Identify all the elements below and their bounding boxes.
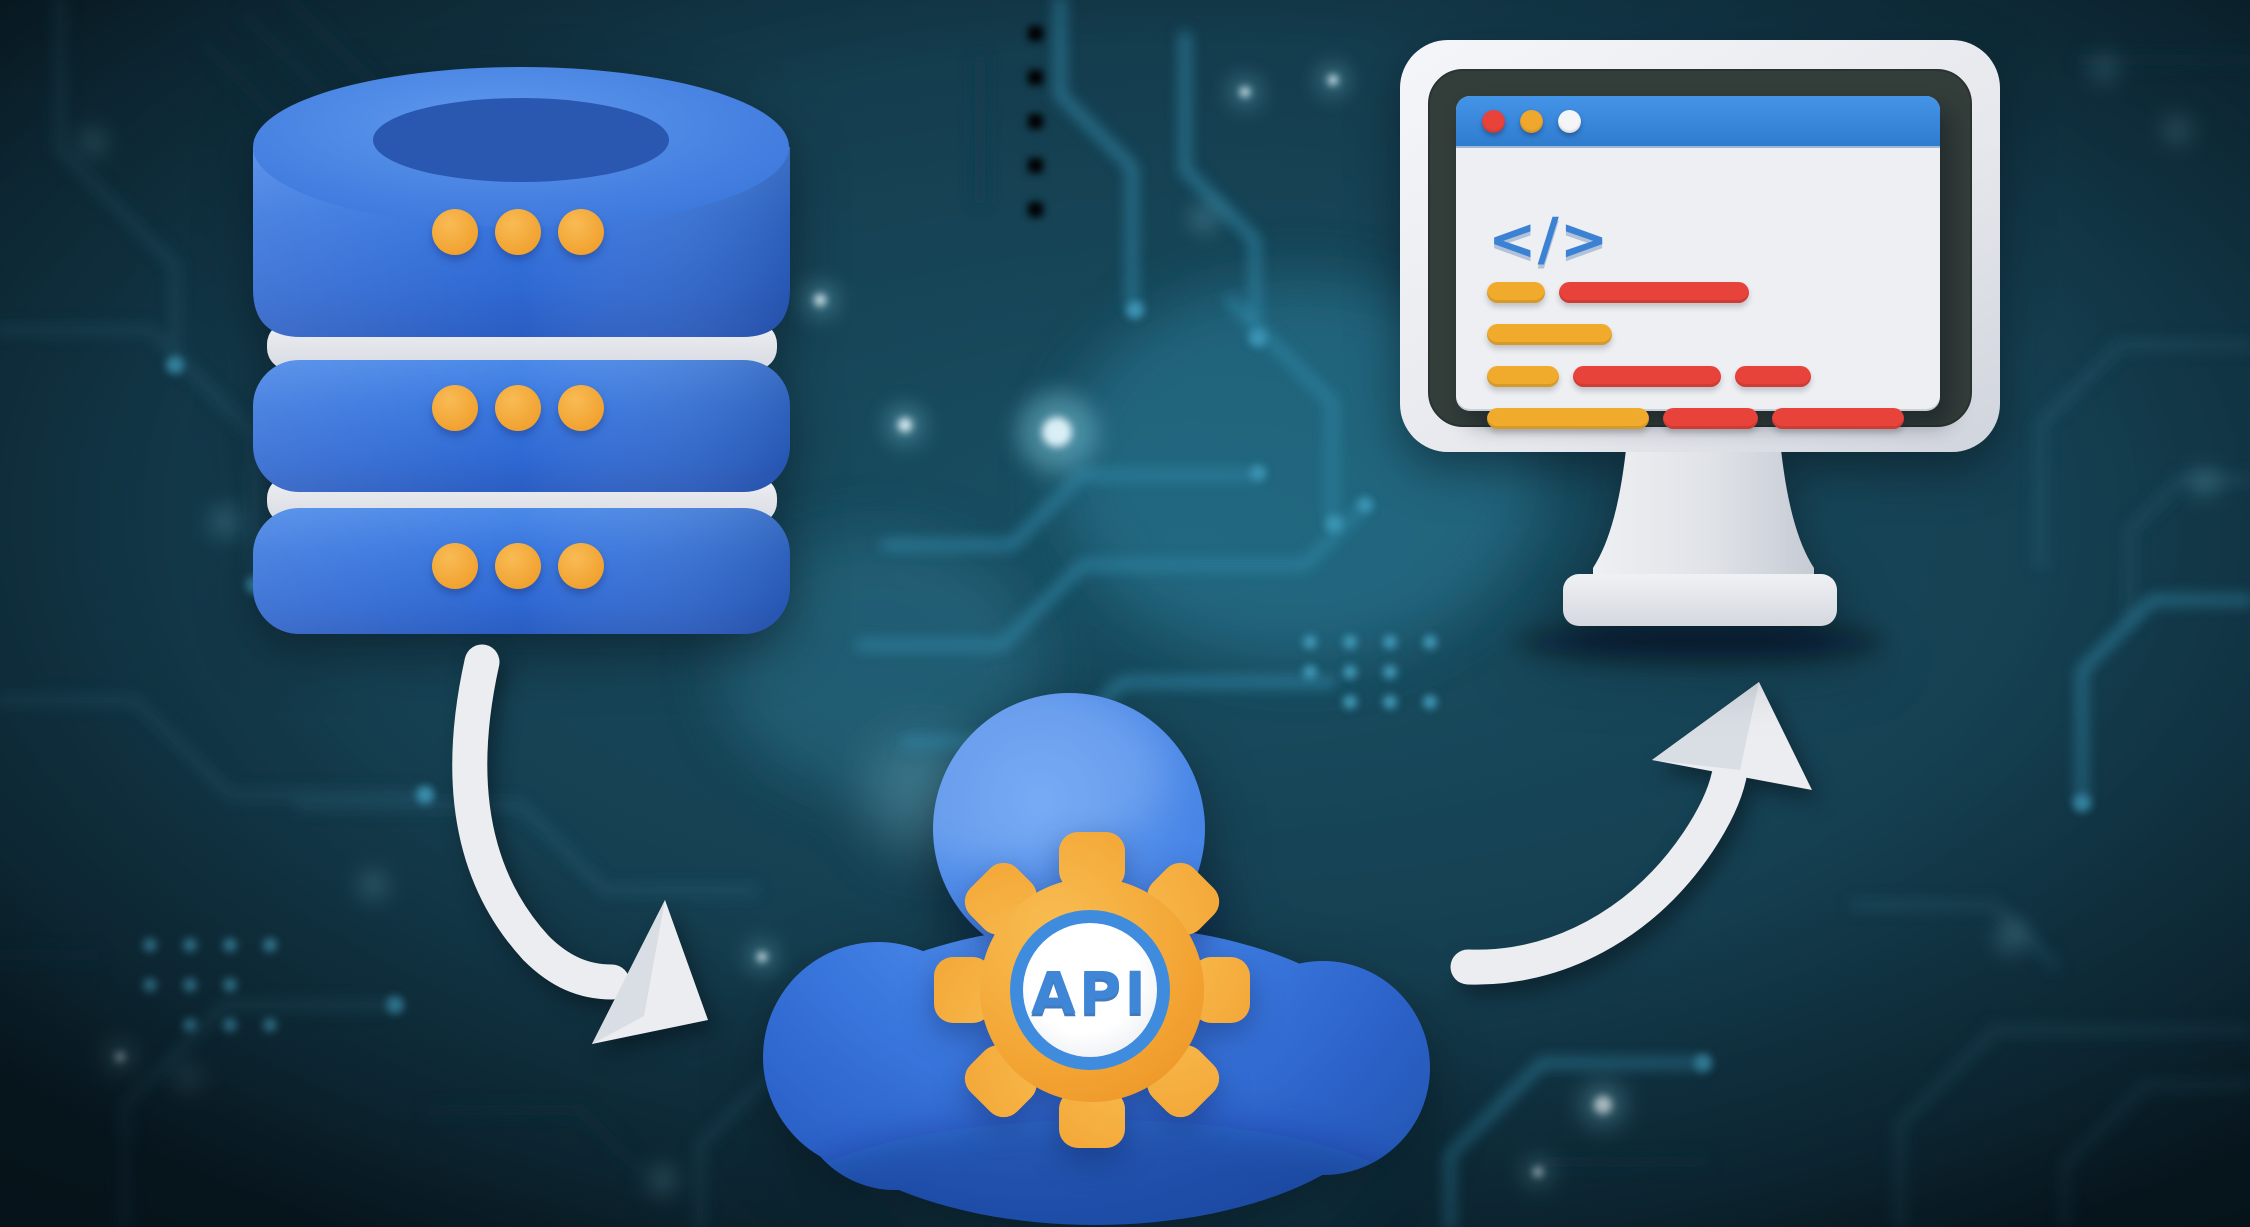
code-line <box>1487 366 1904 387</box>
code-bar-yellow <box>1487 282 1545 303</box>
api-cloud-gear-icon: API API <box>763 693 1430 1225</box>
gear-teeth <box>934 832 1250 1148</box>
code-line <box>1487 324 1904 345</box>
database-icon <box>253 67 790 634</box>
arrow-head-facet <box>592 900 665 1044</box>
monitor-stand-base <box>1563 574 1837 626</box>
window-dot <box>1558 109 1581 133</box>
monitor-shadow <box>1515 626 1885 658</box>
code-bar-yellow <box>1487 408 1649 429</box>
code-bar-red <box>1663 408 1758 429</box>
code-bar-yellow <box>1487 366 1559 387</box>
gear-icon: API API <box>934 832 1250 1148</box>
code-bar-red <box>1573 366 1721 387</box>
database-indicator-dots <box>432 209 604 589</box>
code-bar-yellow <box>1487 324 1612 345</box>
api-badge <box>1023 923 1157 1057</box>
code-line <box>1487 408 1904 429</box>
window-dot <box>1520 109 1543 133</box>
code-line <box>1487 282 1904 303</box>
code-bar-red <box>1559 282 1749 303</box>
code-bar-red <box>1735 366 1811 387</box>
api-label: API <box>1031 959 1149 1027</box>
arrow-head-facet <box>1652 682 1759 770</box>
flow-arrow-cloud-to-monitor <box>1450 682 1812 985</box>
monitor-stand-neck <box>1593 440 1814 584</box>
database-top-hole <box>373 98 669 182</box>
browser-body: </> <box>1456 146 1940 429</box>
code-bar-red <box>1772 408 1904 429</box>
window-dot <box>1482 109 1505 133</box>
database-tier <box>253 67 790 337</box>
browser-titlebar <box>1456 96 1940 146</box>
code-tag-icon: </> <box>1488 205 1610 273</box>
browser-window: </> <box>1456 96 1940 429</box>
flow-arrow-database-to-cloud <box>452 644 708 1044</box>
arrow-shaft <box>452 644 630 1000</box>
code-lines <box>1487 282 1904 429</box>
api-label-shadow: API <box>1031 962 1149 1030</box>
arrow-shaft <box>1450 758 1747 985</box>
